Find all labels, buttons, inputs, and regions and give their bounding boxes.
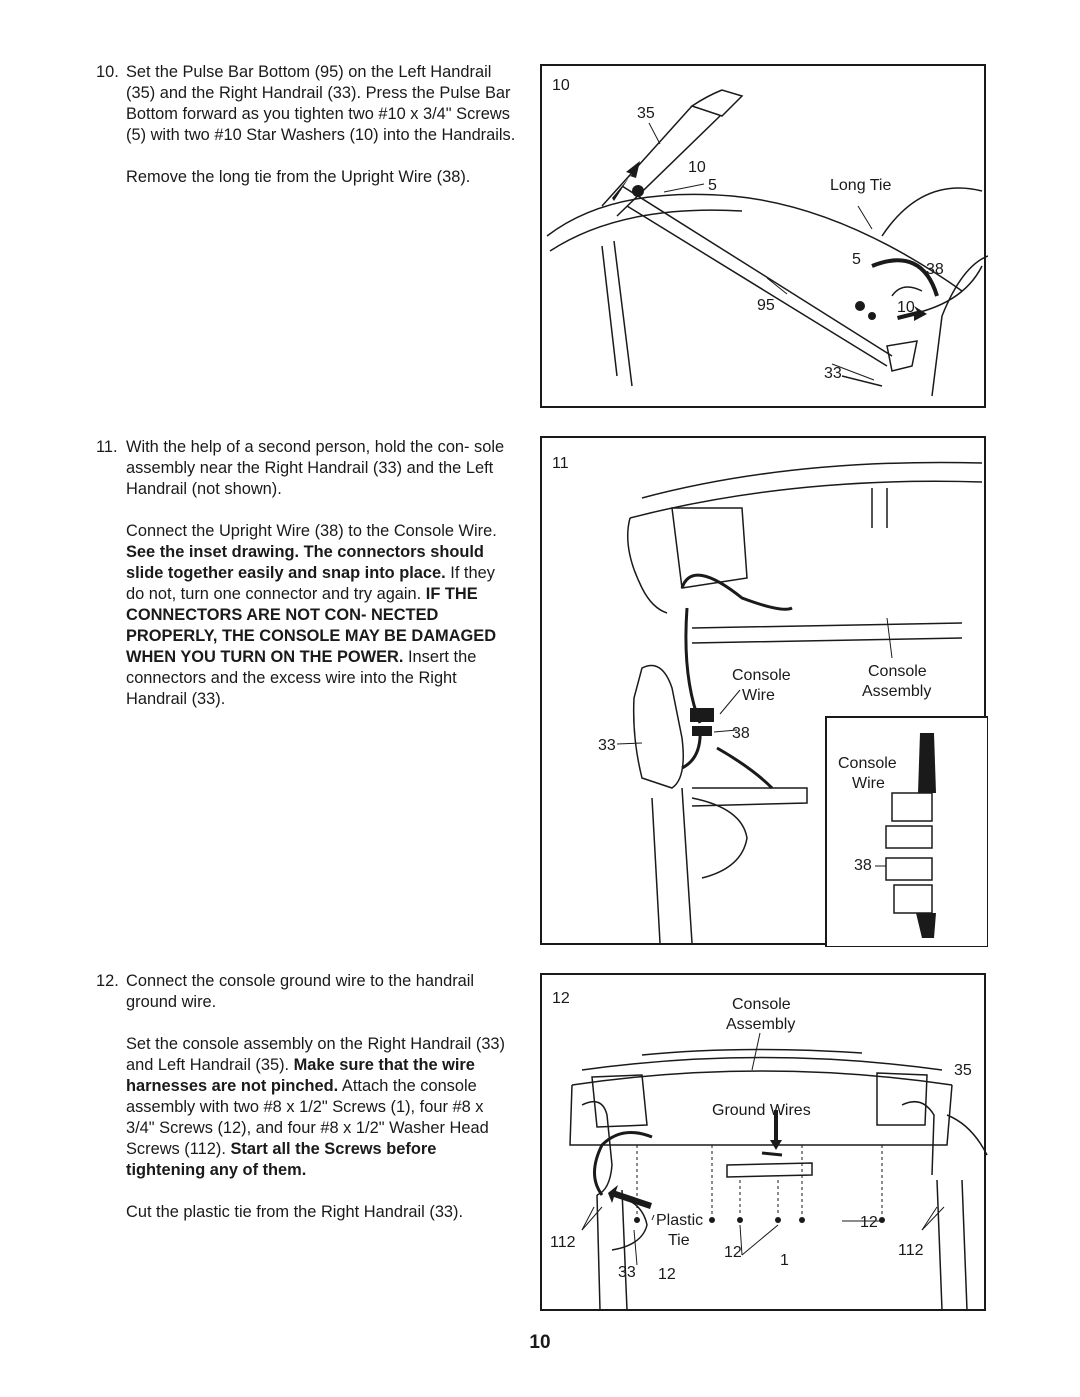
step-text: Connect the Upright Wire (38) to the Con…	[126, 522, 497, 708]
part-label: 10	[688, 159, 706, 176]
inset-label: Console	[838, 755, 897, 772]
figure-step-label: 11	[552, 455, 569, 472]
part-label: Long Tie	[830, 177, 891, 194]
figure-step-label: 12	[552, 990, 570, 1007]
inset-label: 38	[854, 857, 872, 874]
pulse-bar-illustration: 10 35 10 5 Long Tie 5 38 95 10 33	[546, 77, 988, 397]
part-label: Wire	[742, 687, 775, 704]
part-label: 33	[618, 1264, 636, 1281]
step-text: With the help of a second person, hold t…	[126, 438, 505, 498]
step-text: Connect the console ground wire to the h…	[126, 972, 475, 1011]
step-number: 11.	[96, 438, 118, 456]
part-label: Assembly	[862, 683, 931, 700]
part-label: Plastic	[656, 1212, 703, 1229]
page-number: 10	[529, 1332, 551, 1353]
step-text: Set the console assembly on the Right Ha…	[126, 1035, 506, 1179]
part-label: 33	[824, 365, 842, 382]
step-11: 11. With the help of a second person, ho…	[96, 437, 516, 710]
figure-step-label: 10	[552, 77, 570, 94]
part-label: 38	[732, 725, 750, 742]
part-label: 38	[926, 261, 944, 278]
part-label: 35	[637, 105, 655, 122]
step-number: 12.	[96, 972, 119, 990]
step-text: Remove the long tie from the Upright Wir…	[126, 168, 471, 186]
part-label: 1	[780, 1252, 789, 1269]
part-label: 12	[724, 1244, 742, 1261]
part-label: Console	[868, 663, 927, 680]
part-label: 112	[898, 1242, 924, 1259]
part-label: Console	[732, 996, 791, 1013]
part-label: Tie	[668, 1232, 690, 1249]
step-text: Set the Pulse Bar Bottom (95) on the Lef…	[126, 63, 516, 144]
figure-step-12: 12 Console Assembly 35 Ground Wires Plas…	[540, 973, 988, 1311]
part-label: 35	[954, 1062, 972, 1079]
step-10: 10. Set the Pulse Bar Bottom (95) on the…	[96, 62, 516, 188]
step-text: Cut the plastic tie from the Right Handr…	[126, 1203, 464, 1221]
part-label: 12	[860, 1214, 878, 1231]
step-12: 12. Connect the console ground wire to t…	[96, 971, 516, 1223]
part-label: 12	[658, 1266, 676, 1283]
step-number: 10.	[96, 63, 119, 81]
part-label: 112	[550, 1234, 576, 1251]
inset-label: Wire	[852, 775, 885, 792]
part-label: 10	[897, 299, 915, 316]
console-attachment-illustration: 12 Console Assembly 35 Ground Wires Plas…	[550, 990, 988, 1311]
inset-box	[825, 716, 988, 947]
part-label: 33	[598, 737, 616, 754]
part-label: Console	[732, 667, 791, 684]
console-connection-illustration: 11 Console Wire Console Assembly 33 38 C…	[552, 455, 988, 947]
figure-step-11: 11 Console Wire Console Assembly 33 38 C…	[540, 436, 988, 947]
part-label: 5	[852, 251, 861, 268]
part-label: Assembly	[726, 1016, 795, 1033]
part-label: 95	[757, 297, 775, 314]
figure-step-10: 10 35 10 5 Long Tie 5 38 95 10 33	[540, 64, 988, 408]
part-label: Ground Wires	[712, 1102, 811, 1119]
part-label: 5	[708, 177, 717, 194]
